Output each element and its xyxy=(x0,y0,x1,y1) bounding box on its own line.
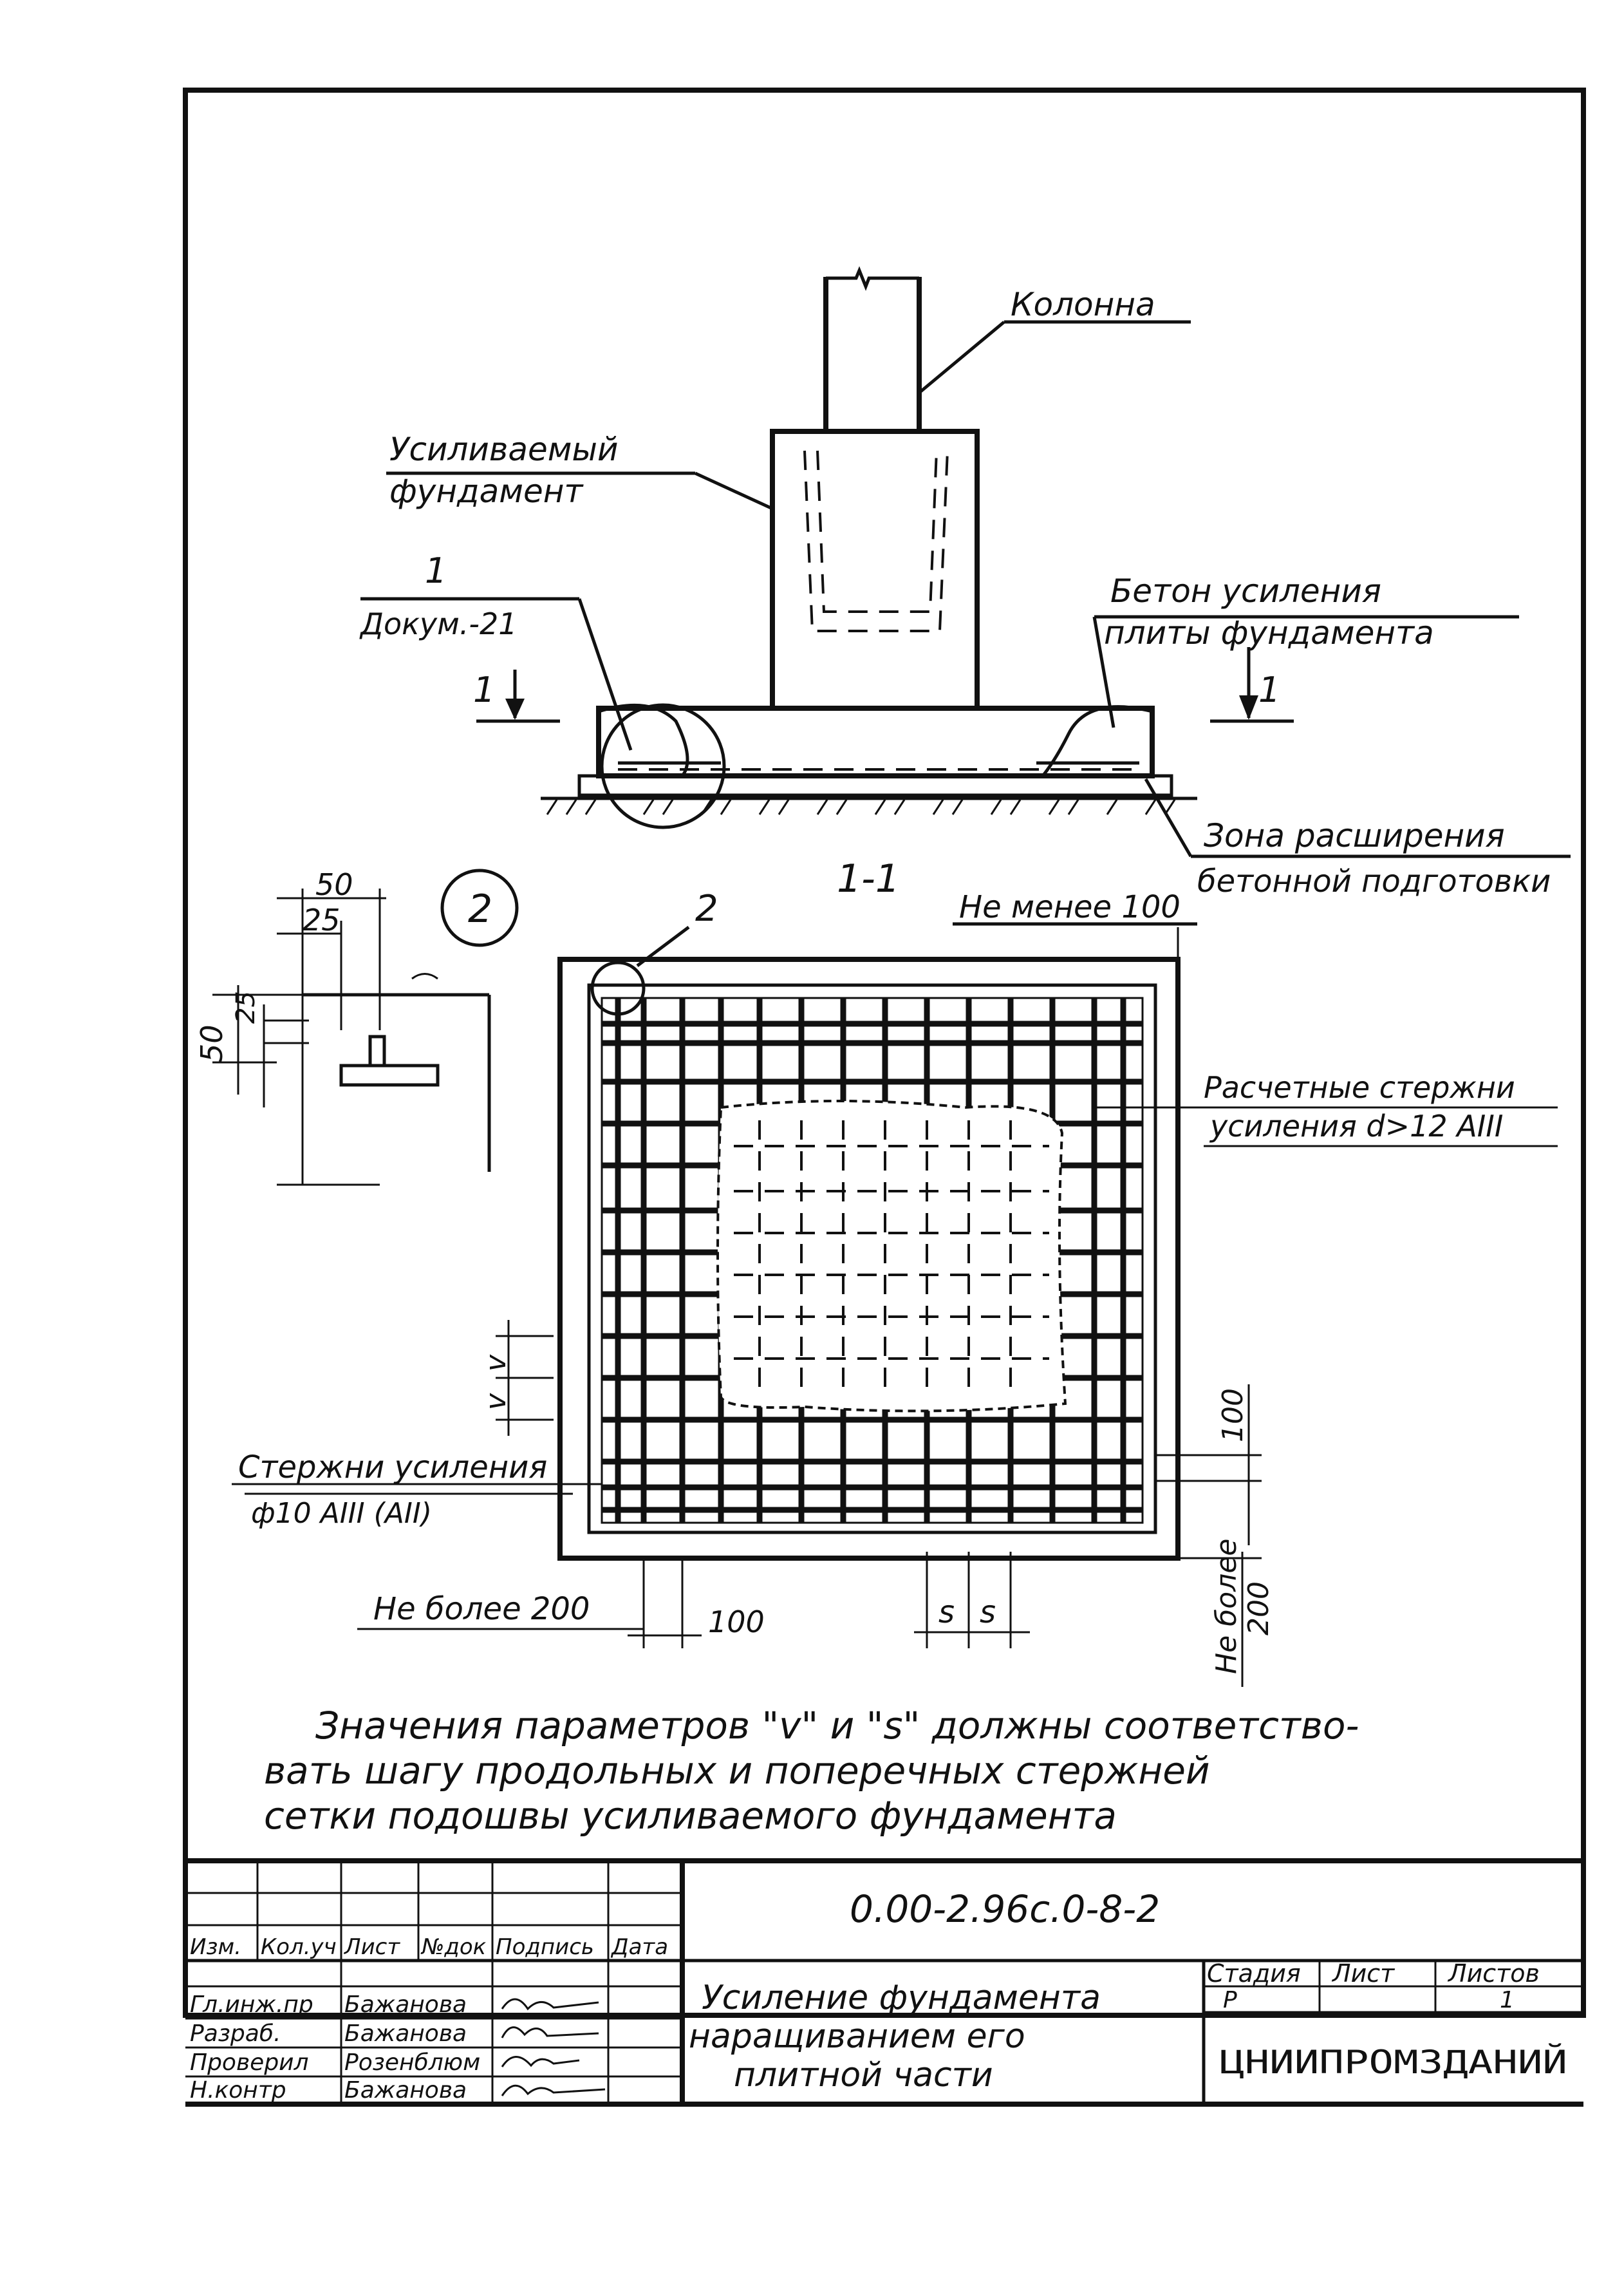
detail-dim-50-top: 50 xyxy=(315,867,353,902)
foundation-label-1: Усиливаемый xyxy=(389,431,618,468)
dim-100-bottom: 100 xyxy=(708,1605,765,1639)
col-header-podpis: Подпись xyxy=(496,1934,594,1960)
section-mark-left: 1 xyxy=(473,670,495,710)
col-header-data: Дата xyxy=(610,1934,668,1960)
min-label: Не менее 100 xyxy=(959,889,1181,925)
signatures xyxy=(501,1998,606,2096)
stage-header: Стадия xyxy=(1207,1959,1301,1988)
param-v-left-2: v xyxy=(480,1393,512,1410)
detail-ref-number: 1 xyxy=(425,551,447,591)
column-label: Колонна xyxy=(1011,286,1155,323)
sheet-frame xyxy=(183,88,1586,2018)
dim-100-right: 100 xyxy=(1217,1388,1249,1442)
max200-right-1: Не более xyxy=(1210,1539,1243,1674)
detail-2-view xyxy=(212,869,519,1186)
sheet-header: Лист xyxy=(1331,1959,1395,1988)
max200-right-2: 200 xyxy=(1242,1581,1275,1635)
col-header-koluch: Кол.уч xyxy=(261,1934,337,1960)
callout-2: 2 xyxy=(695,888,718,930)
row-name-2: Бажанова xyxy=(344,2020,467,2047)
title-block xyxy=(185,1858,1583,2107)
note-line-1: Значения параметров "v" и "s" должны соо… xyxy=(315,1704,1359,1747)
param-v-left-1: v xyxy=(480,1354,512,1371)
detail-2-number: 2 xyxy=(468,887,492,932)
detail-dim-25-side: 25 xyxy=(231,991,261,1024)
detail-1-circle xyxy=(600,703,726,829)
dim-s1: s xyxy=(938,1594,955,1630)
stage-value: Р xyxy=(1223,1987,1237,2013)
row-role-4: Н.контр xyxy=(190,2077,286,2104)
plan-view xyxy=(557,957,1181,1561)
col-header-ndok: №док xyxy=(420,1934,487,1960)
max200-bottom: Не более 200 xyxy=(373,1591,590,1627)
row-role-2: Разраб. xyxy=(190,2020,281,2047)
sheets-value: 1 xyxy=(1500,1987,1515,2013)
rebar-label-1: Стержни усиления xyxy=(238,1449,547,1485)
row-role-3: Проверил xyxy=(190,2049,309,2076)
row-role-1: Гл.инж.пр xyxy=(190,1991,313,2018)
foundation-label-2: фундамент xyxy=(389,473,584,510)
section-mark-right: 1 xyxy=(1258,670,1280,710)
col-header-list: Лист xyxy=(343,1934,400,1960)
doc-code: 0.00-2.96с.0-8-2 xyxy=(850,1887,1160,1931)
zone-label-1: Зона расширения xyxy=(1204,817,1505,854)
note-line-3: сетки подошвы усиливаемого фундамента xyxy=(264,1794,1117,1838)
rebar-label-2: ф10 AIII (AII) xyxy=(251,1497,432,1530)
design-bars-label-2: усиления d>12 AIII xyxy=(1209,1109,1503,1144)
concrete-label-1: Бетон усиления xyxy=(1110,572,1381,610)
design-bars-label-1: Расчетные стержни xyxy=(1204,1070,1515,1105)
row-name-1: Бажанова xyxy=(344,1991,467,2018)
note-line-2: вать шагу продольных и поперечных стержн… xyxy=(264,1749,1210,1793)
title-line-3: плитной части xyxy=(734,2056,993,2094)
dim-s2: s xyxy=(980,1594,996,1630)
detail-2-circle xyxy=(440,869,519,947)
sheets-header: Листов xyxy=(1447,1959,1540,1988)
detail-dim-50-side: 50 xyxy=(194,1024,229,1062)
detail-dim-25-top: 25 xyxy=(303,903,341,937)
section-title: 1-1 xyxy=(837,856,900,901)
organization: ЦНИИПРОМЗДАНИЙ xyxy=(1220,2043,1567,2081)
col-header-izm: Изм. xyxy=(190,1934,241,1960)
concrete-label-2: плиты фундамента xyxy=(1104,614,1434,652)
row-name-4: Бажанова xyxy=(344,2077,467,2104)
detail-ref-doc: Докум.-21 xyxy=(359,607,518,641)
title-line-1: Усиление фундамента xyxy=(702,1979,1101,2017)
row-name-3: Розенблюм xyxy=(344,2049,480,2076)
title-line-2: наращиванием его xyxy=(689,2017,1025,2056)
zone-label-2: бетонной подготовки xyxy=(1197,863,1551,899)
elevation-view xyxy=(360,266,1571,858)
